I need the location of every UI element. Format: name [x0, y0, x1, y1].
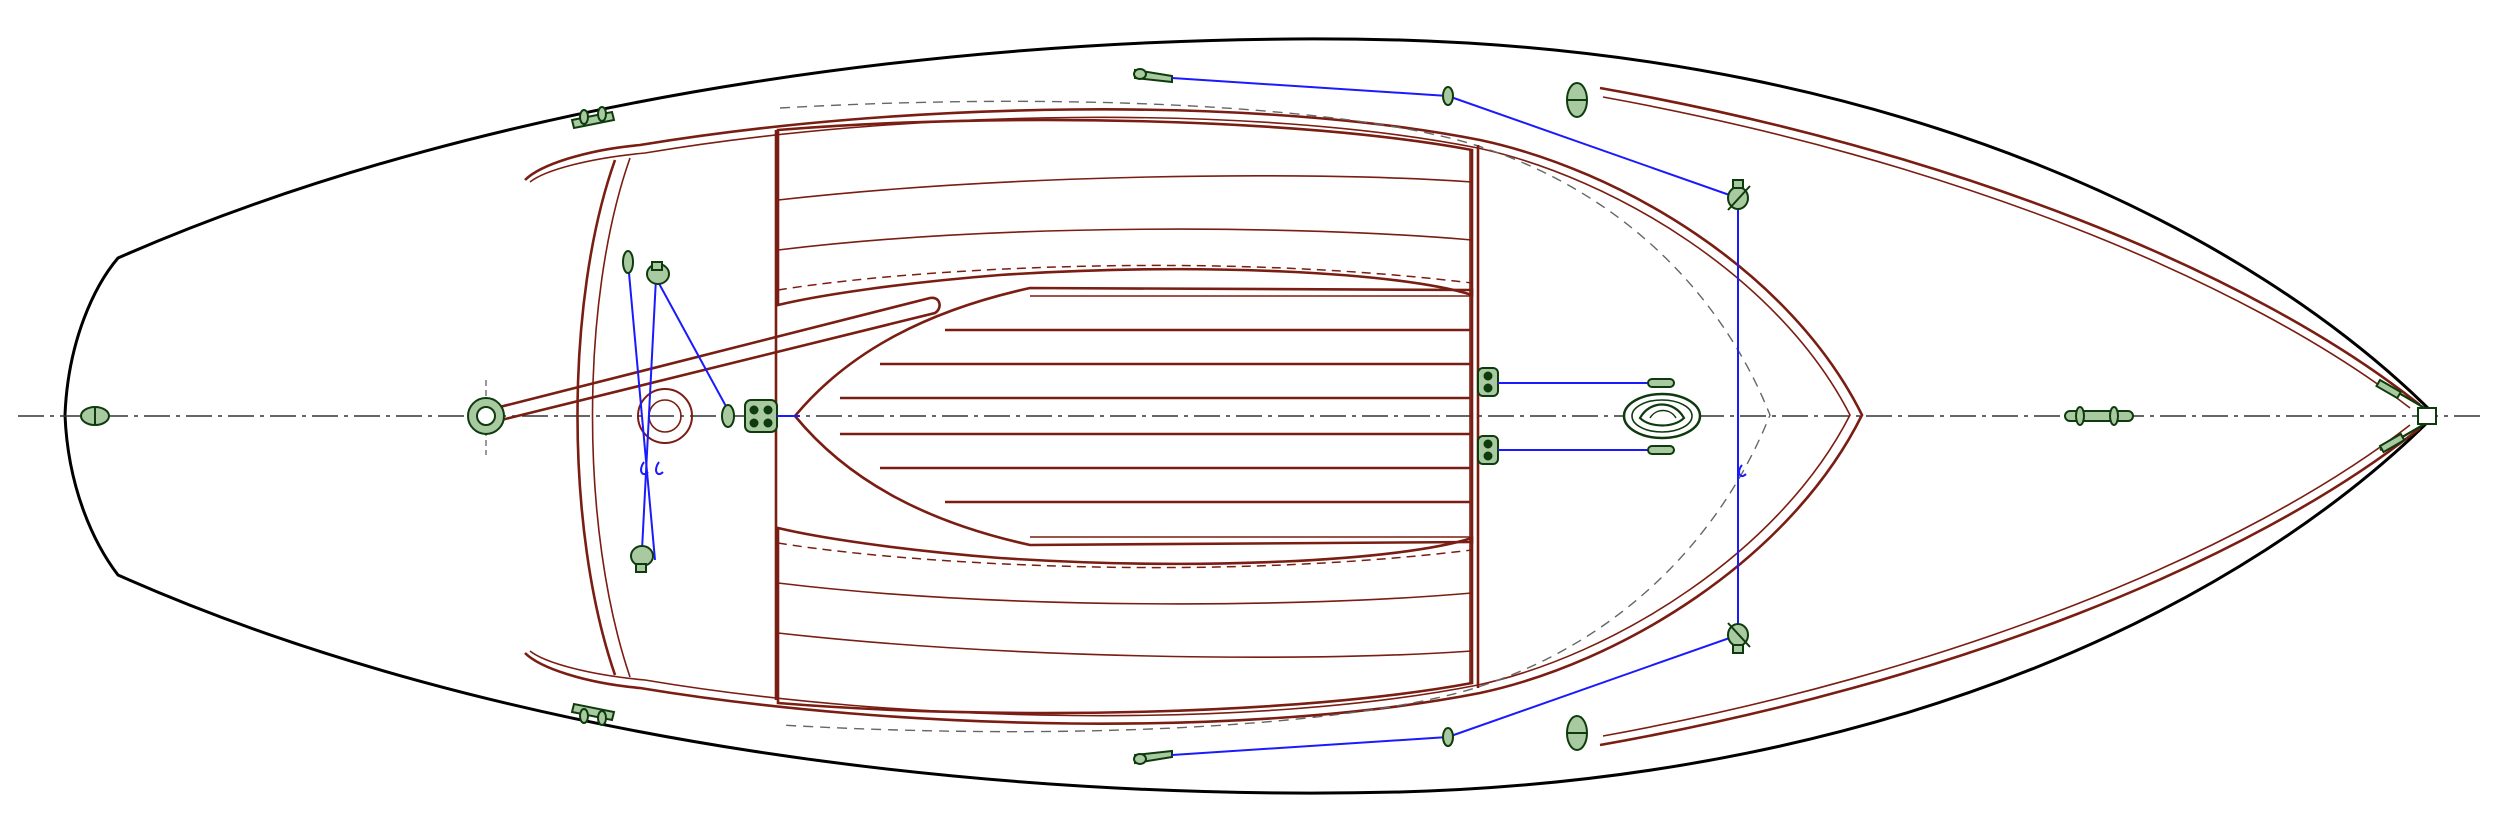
inspection-port-lower: [1566, 715, 1588, 751]
jib-sheet-lead-aft-upper: [646, 261, 670, 285]
cockpit-floorboards: [840, 328, 1470, 504]
jib-sheet-lead-aft-lower: [630, 545, 654, 573]
mainsheet-rigging: [627, 261, 729, 561]
aft-deck-beam-inner: [591, 157, 631, 678]
sheer-line-upper-inner: [1602, 96, 2411, 409]
jib-cleat-lower: [1133, 749, 1173, 765]
halyard-block-lower: [1477, 435, 1499, 465]
sheer-line-lower-inner: [1602, 424, 2411, 737]
aft-deck-beam-outer: [576, 159, 617, 676]
deck-cleat-quarter-upper: [570, 106, 616, 130]
jib-sheets: [1171, 77, 1747, 756]
sheer-line-lower: [1599, 426, 2421, 747]
cockpit-seat-lower: [776, 526, 1474, 715]
seat-dash-lower: [777, 542, 1473, 569]
foredeck-coaming-inner: [529, 116, 1851, 717]
foredeck-dashed-line: [779, 100, 1771, 733]
deck-cleat-foredeck: [2064, 406, 2134, 426]
cockpit-seat-upper: [776, 118, 1474, 307]
cockpit-sole-outline: [793, 286, 1474, 547]
foredeck-coaming-outer: [524, 108, 1864, 725]
halyard-cleat-lower: [1647, 445, 1675, 455]
seat-slat-lower-1: [777, 632, 1473, 659]
mast-partner-collar: [1622, 392, 1702, 440]
halyard-lines: [1498, 382, 1648, 451]
rudder-head-fitting: [467, 380, 505, 455]
deck-cleat-quarter-lower: [570, 702, 616, 726]
jib-cleat-upper: [1133, 68, 1173, 84]
seat-slat-upper-1: [777, 174, 1473, 201]
halyard-cleat-upper: [1647, 378, 1675, 388]
mainsheet-block-bridge: [744, 399, 800, 433]
seat-slat-lower-2: [777, 582, 1473, 605]
pad-eye-aft-upper: [622, 250, 634, 274]
shroud-chainplate-upper: [1727, 179, 1751, 211]
pad-eye-bridge: [721, 404, 735, 428]
seat-slat-upper-2: [777, 228, 1473, 251]
jib-lead-block-upper: [1442, 86, 1454, 106]
shroud-chainplate-lower: [1727, 622, 1751, 654]
halyard-block-upper: [1477, 367, 1499, 397]
inspection-port-upper: [1566, 82, 1588, 118]
jib-lead-block-lower: [1442, 727, 1454, 747]
tiller: [479, 296, 941, 426]
seat-dash-upper: [777, 264, 1473, 291]
sheer-line-upper: [1599, 86, 2421, 407]
bow-fitting: [2375, 378, 2437, 454]
stern-pad-eye: [80, 406, 110, 426]
